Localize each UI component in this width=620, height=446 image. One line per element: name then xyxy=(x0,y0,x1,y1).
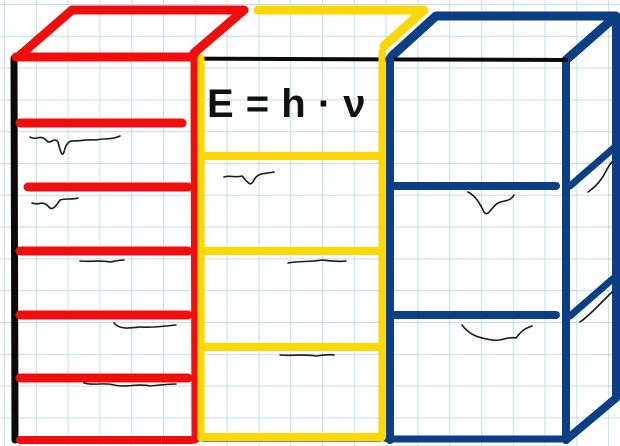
scribble xyxy=(461,324,533,342)
scribble xyxy=(29,135,121,155)
yellow-top-face xyxy=(253,5,429,51)
scribble xyxy=(467,191,515,215)
scribble xyxy=(113,322,177,329)
scribble xyxy=(223,171,275,185)
blue-side-shelf xyxy=(566,142,620,190)
scribble xyxy=(79,259,125,263)
scribbles xyxy=(29,135,613,387)
red-right-edge xyxy=(190,52,199,444)
scribble xyxy=(287,259,347,264)
scribble xyxy=(579,291,613,323)
blue-side-shelf xyxy=(566,272,620,320)
blue-box xyxy=(384,12,620,444)
blue-side-top-edge xyxy=(562,12,620,64)
red-box xyxy=(11,52,201,444)
blue-top-face xyxy=(387,11,620,65)
scribble xyxy=(587,161,613,193)
energy-equation: E = h · ν xyxy=(207,82,366,126)
scribble xyxy=(83,382,177,387)
black-left-edge xyxy=(10,54,19,444)
scribble xyxy=(279,353,335,357)
yellow-box xyxy=(197,48,386,442)
scribble xyxy=(31,197,79,210)
red-top-face xyxy=(13,5,249,62)
blue-side-bottom-edge xyxy=(562,394,620,444)
